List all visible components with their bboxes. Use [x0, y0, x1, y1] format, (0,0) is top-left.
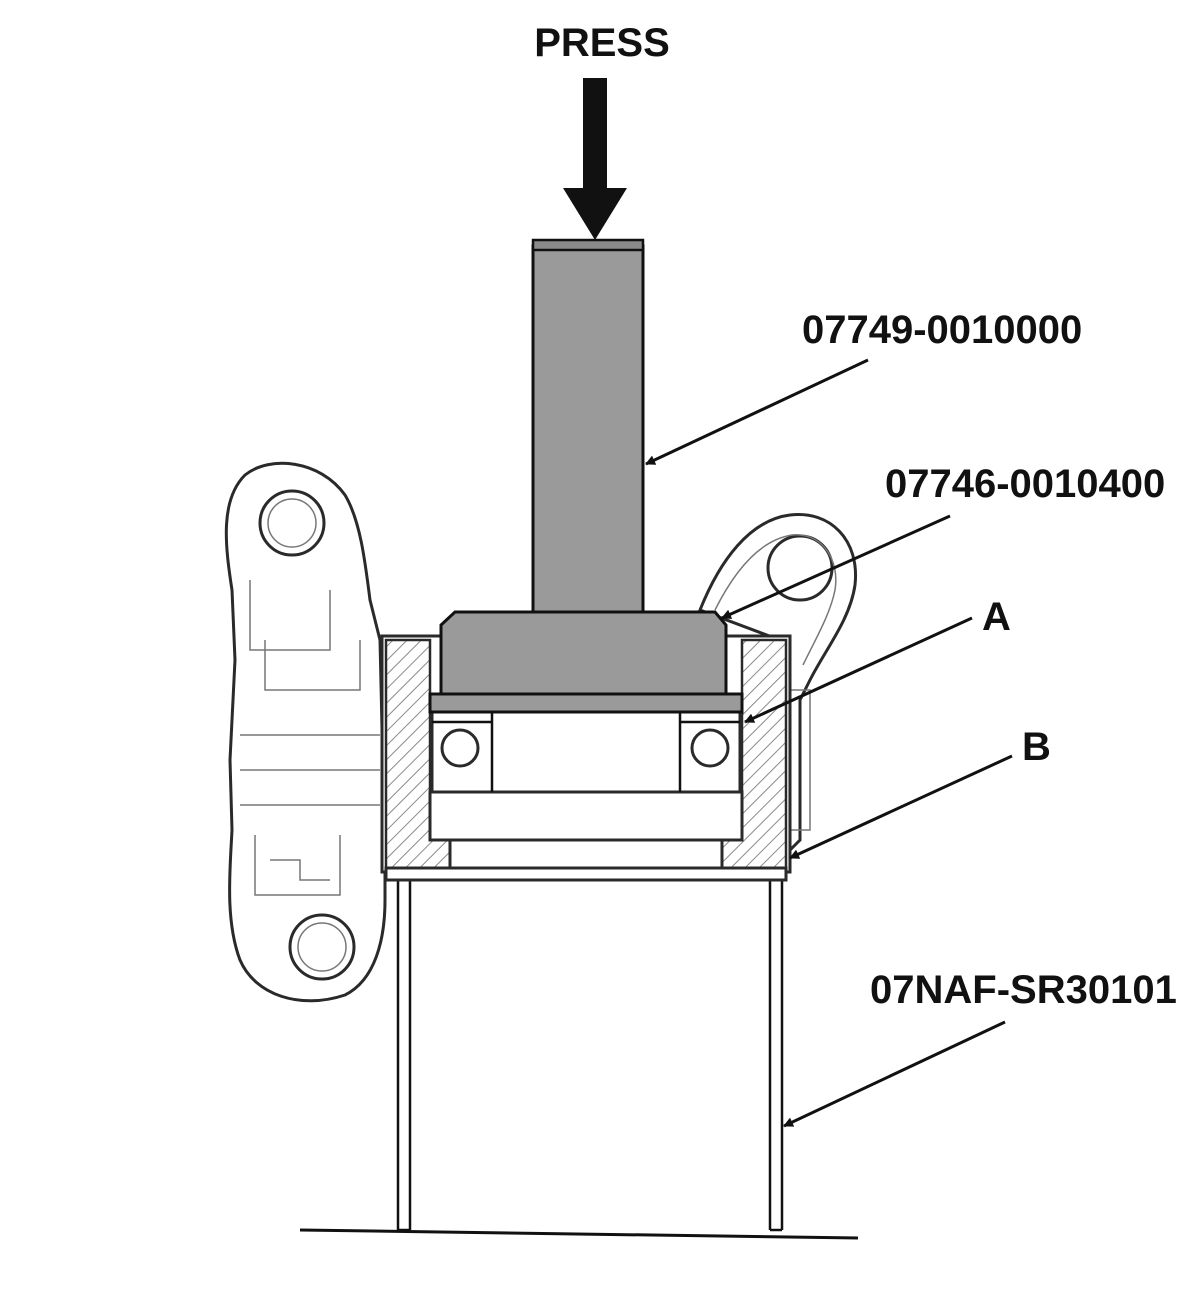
wheel-bearing	[430, 704, 742, 794]
driver-tool-shaft	[531, 244, 645, 614]
attachment-tool-body	[439, 610, 728, 696]
part-b-label: B	[1022, 725, 1051, 769]
bearing-ball-left	[440, 728, 480, 768]
base-line	[299, 1228, 859, 1240]
driver-tool-label: 07749-0010000	[802, 308, 1082, 352]
driver-tool	[531, 238, 645, 614]
attachment-tool-lip	[428, 692, 744, 714]
attachment-tool-label: 07746-0010400	[885, 462, 1165, 506]
part-a-label: A	[982, 595, 1011, 639]
support-tool-label: 07NAF-SR30101	[870, 968, 1177, 1012]
leader-support-tool	[783, 1020, 1006, 1128]
leader-part-a	[744, 616, 973, 724]
leader-lines	[645, 358, 1013, 1128]
leader-driver-tool	[645, 358, 869, 466]
knuckle-right-arm	[698, 512, 858, 854]
leader-part-b	[789, 754, 1013, 860]
press-arrow	[563, 78, 627, 240]
bearing-ball-right	[690, 728, 730, 768]
press-label: PRESS	[534, 21, 670, 65]
attachment-tool	[428, 610, 744, 714]
knuckle-left-arm	[224, 461, 387, 1003]
support-tool-tube	[396, 872, 784, 1232]
leader-attachment-tool	[721, 514, 951, 620]
